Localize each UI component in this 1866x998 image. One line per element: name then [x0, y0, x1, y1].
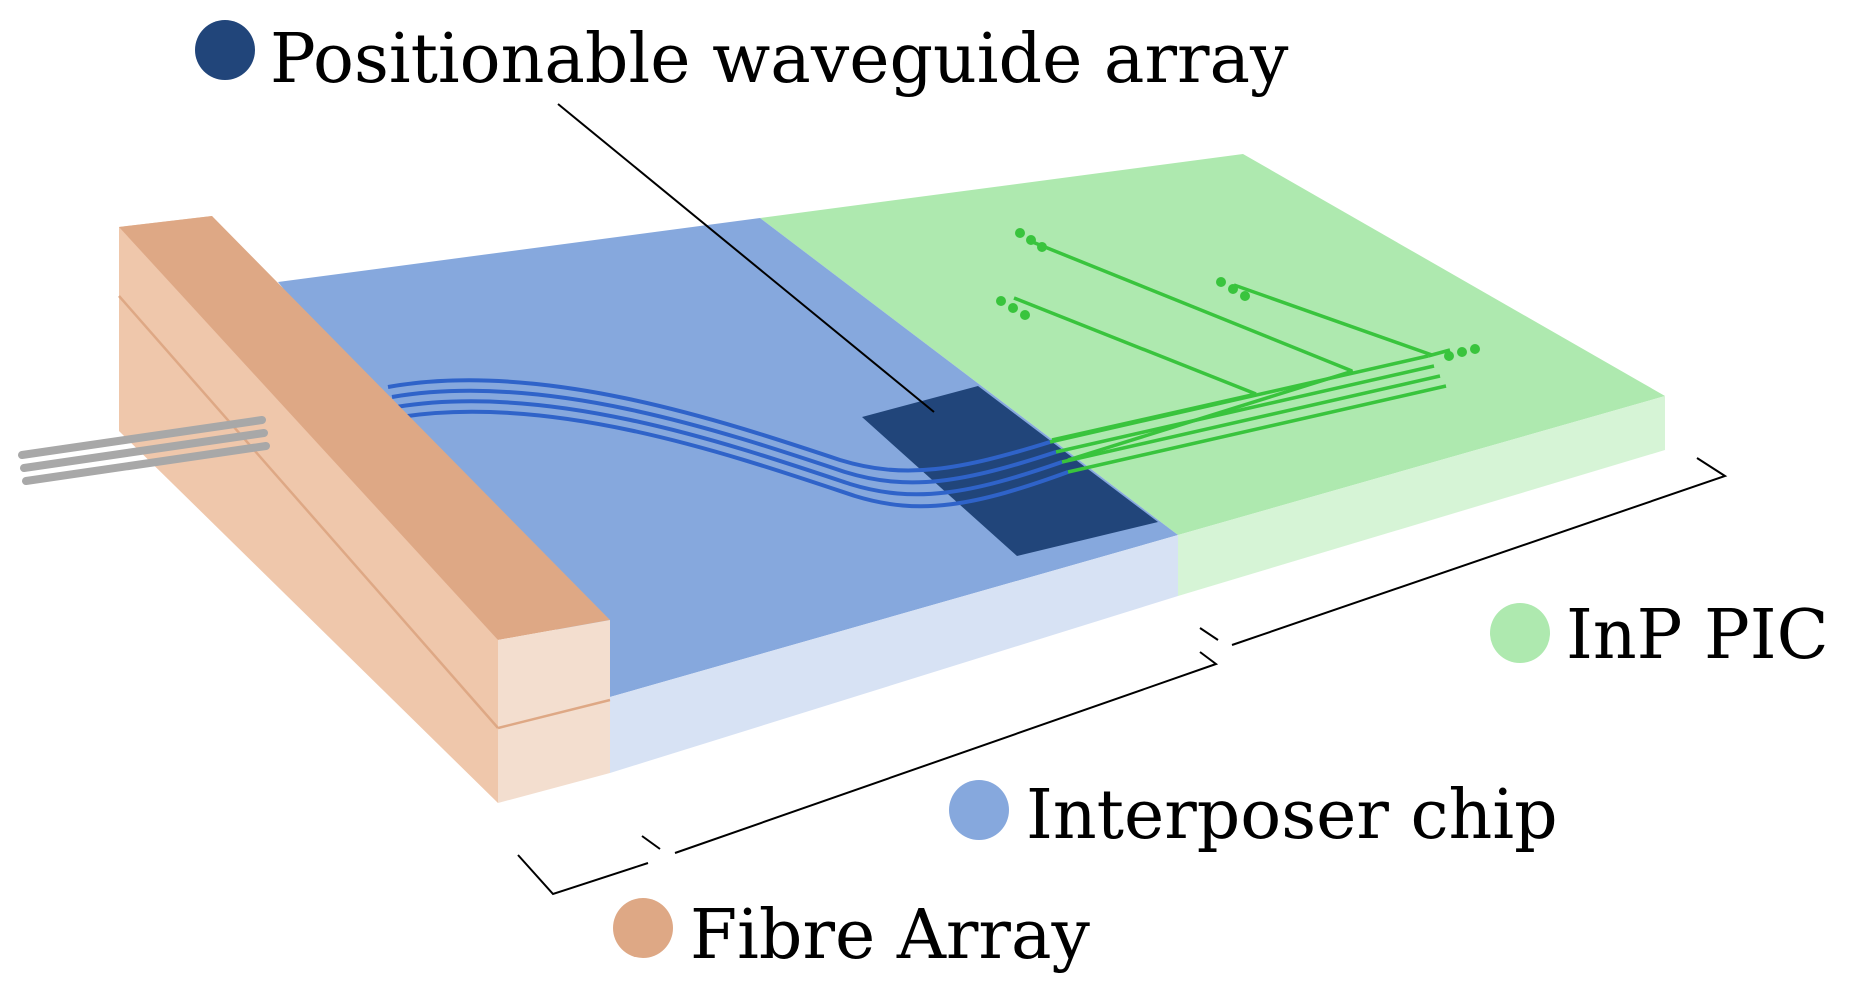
pic-bracket [1231, 457, 1728, 646]
legend-label-pic: InP PIC [1566, 596, 1829, 675]
legend-label-fibre: Fibre Array [690, 896, 1090, 975]
fibre-array-block [118, 216, 611, 803]
interposer-side-face [610, 535, 1178, 773]
legend-dot-light-blue-icon [949, 780, 1009, 840]
interposer-waveguides [387, 378, 1069, 509]
fibre-bracket [517, 854, 649, 896]
interposer-block [278, 218, 1178, 773]
interposer-top-face [278, 218, 1178, 697]
brackets [517, 457, 1728, 896]
legend-fibre: Fibre Array [613, 896, 1090, 975]
fibre-side-face [119, 216, 498, 803]
legend-interposer: Interposer chip [949, 776, 1558, 855]
fibre-front-face [498, 620, 610, 803]
waveguide-leader-line [557, 103, 935, 413]
fibre-top-face [119, 216, 610, 640]
legend-label-interposer: Interposer chip [1026, 776, 1558, 855]
pic-side-face [1178, 396, 1665, 596]
legend-dot-dark-blue-icon [195, 20, 255, 80]
legend-dot-green-icon [1490, 603, 1550, 663]
legend-dot-orange-icon [613, 898, 673, 958]
legend-label-waveguide: Positionable waveguide array [270, 20, 1289, 99]
inp-pic-block [760, 154, 1665, 596]
waveguide-array-block [862, 386, 1158, 556]
pic-top-face [760, 154, 1665, 535]
legend-waveguide: Positionable waveguide array [195, 20, 1289, 99]
pic-waveguides [1013, 239, 1452, 474]
legend-pic: InP PIC [1490, 596, 1829, 675]
interposer-bracket [674, 651, 1219, 854]
pic-port-dots [996, 228, 1480, 361]
optical-fibres [18, 416, 270, 485]
